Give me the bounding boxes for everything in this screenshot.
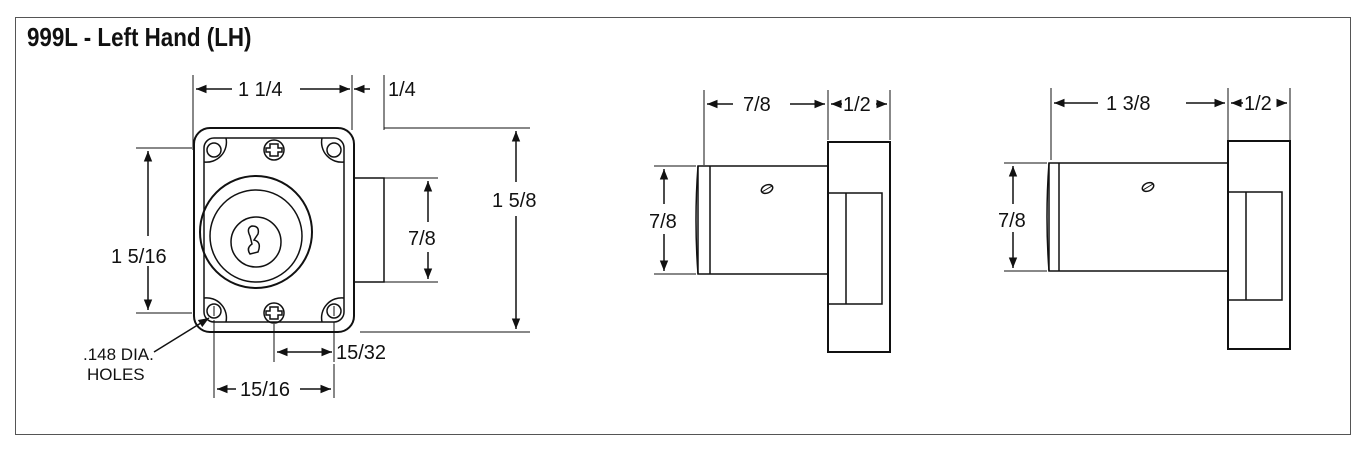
holes-label-line1: .148 DIA.: [83, 345, 154, 364]
side-short-diameter: 7/8: [649, 211, 677, 233]
dim-width: 1 1/4: [238, 79, 282, 101]
side-short-length: 7/8: [743, 94, 771, 116]
dim-hole-spacing-vertical: 1 5/16: [111, 246, 167, 268]
dim-bolt-height: 7/8: [408, 228, 436, 250]
front-view: 1 1/4 1/4 1 5/8: [83, 75, 536, 401]
side-view-long: 1 3/8 1/2 7/8: [998, 88, 1291, 350]
side-view-short: 7/8 1/2 7/8: [649, 90, 891, 353]
dim-hole-spacing-horizontal: 15/16: [240, 379, 290, 401]
dim-offset: 1/4: [388, 79, 416, 101]
side-short-flange: 1/2: [843, 94, 871, 116]
dim-overall-height: 1 5/8: [492, 190, 536, 212]
side-long-length: 1 3/8: [1106, 93, 1150, 115]
holes-label-line2: HOLES: [87, 365, 145, 384]
dim-center-offset: 15/32: [336, 342, 386, 364]
side-long-flange: 1/2: [1244, 93, 1272, 115]
page-title: 999L - Left Hand (LH): [27, 22, 252, 52]
side-long-diameter: 7/8: [998, 210, 1026, 232]
